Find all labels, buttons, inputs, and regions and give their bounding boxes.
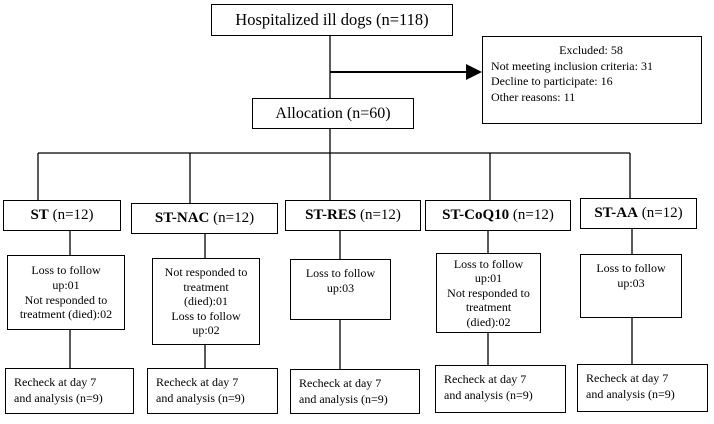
followup-line: Loss to follow: [596, 261, 666, 275]
arm-st-nac-recheck-box: Recheck at day 7 and analysis (n=9): [147, 368, 278, 414]
arm-st-aa-followup-box: Loss to follow up:03: [580, 254, 682, 318]
recheck-line: and analysis (n=9): [586, 387, 675, 401]
followup-line: treatment: [183, 279, 229, 294]
followup-line: Loss to follow: [305, 266, 376, 280]
arm-st-count: (n=12): [52, 207, 94, 223]
followup-line: Not responded to: [447, 285, 530, 300]
arm-st-followup-box: Loss to follow up:01 Not responded to tr…: [7, 255, 125, 330]
arm-st-res-followup-box: Loss to follow up:03: [290, 259, 391, 320]
followup-line: Loss to follow: [453, 256, 524, 271]
allocation-label: Allocation (n=60): [275, 104, 391, 122]
arm-st-name: ST: [30, 207, 49, 223]
followup-line: up:01: [52, 277, 80, 292]
arm-st-coq10-name: ST-CoQ10: [442, 207, 510, 223]
arm-st-coq10-followup-box: Loss to follow up:01 Not responded to tr…: [436, 253, 541, 333]
followup-line: (died):02: [466, 314, 511, 329]
recheck-line: and analysis (n=9): [299, 392, 388, 406]
arm-st-nac-name: ST-NAC: [154, 210, 210, 226]
hospitalized-dogs-box: Hospitalized ill dogs (n=118): [211, 4, 453, 36]
allocation-box: Allocation (n=60): [252, 98, 414, 129]
arm-st-aa-recheck-box: Recheck at day 7 and analysis (n=9): [577, 364, 708, 412]
excluded-box: Excluded: 58 Not meeting inclusion crite…: [482, 36, 702, 124]
followup-line: Not responded to: [164, 265, 248, 280]
arm-st-box: ST (n=12): [3, 200, 121, 231]
excluded-total: Excluded: 58: [559, 43, 623, 57]
followup-line: up:03: [326, 280, 355, 295]
arm-st-nac-followup-box: Not responded to treatment (died):01 Los…: [152, 258, 260, 345]
followup-line: up:03: [617, 275, 645, 290]
followup-line: up:02: [192, 323, 220, 338]
arm-st-coq10-count: (n=12): [512, 207, 554, 223]
arm-st-nac-count: (n=12): [213, 210, 255, 226]
arm-st-res-count: (n=12): [359, 207, 401, 223]
arm-st-recheck-box: Recheck at day 7 and analysis (n=9): [5, 368, 134, 414]
arm-st-nac-box: ST-NAC (n=12): [131, 203, 278, 234]
arm-st-coq10-recheck-box: Recheck at day 7 and analysis (n=9): [435, 365, 566, 413]
excluded-reason-other: Other reasons: 11: [491, 89, 576, 104]
followup-line: up:01: [474, 271, 503, 286]
recheck-line: Recheck at day 7: [14, 375, 97, 389]
arm-st-res-box: ST-RES (n=12): [285, 200, 421, 231]
recheck-line: and analysis (n=9): [156, 391, 245, 405]
recheck-line: Recheck at day 7: [156, 375, 239, 389]
arm-st-aa-box: ST-AA (n=12): [580, 198, 697, 229]
hospitalized-dogs-label: Hospitalized ill dogs (n=118): [235, 10, 429, 29]
arm-st-aa-name: ST-AA: [594, 205, 638, 221]
recheck-line: and analysis (n=9): [444, 388, 533, 402]
recheck-line: Recheck at day 7: [444, 372, 527, 386]
followup-line: Not responded to: [24, 292, 108, 307]
arm-st-coq10-box: ST-CoQ10 (n=12): [425, 200, 571, 231]
followup-line: (died):01: [184, 294, 228, 309]
excluded-reason-inclusion: Not meeting inclusion criteria: 31: [491, 58, 653, 73]
excluded-reason-decline: Decline to participate: 16: [491, 74, 613, 88]
followup-line: Loss to follow: [31, 263, 101, 278]
recheck-line: Recheck at day 7: [299, 376, 382, 390]
arm-st-aa-count: (n=12): [641, 205, 683, 221]
arm-st-res-recheck-box: Recheck at day 7 and analysis (n=9): [290, 369, 420, 414]
followup-line: Loss to follow: [171, 308, 241, 323]
followup-line: treatment: [465, 300, 512, 315]
recheck-line: Recheck at day 7: [586, 371, 669, 385]
followup-line: treatment (died):02: [19, 307, 113, 322]
recheck-line: and analysis (n=9): [14, 391, 103, 405]
arm-st-res-name: ST-RES: [305, 207, 357, 223]
